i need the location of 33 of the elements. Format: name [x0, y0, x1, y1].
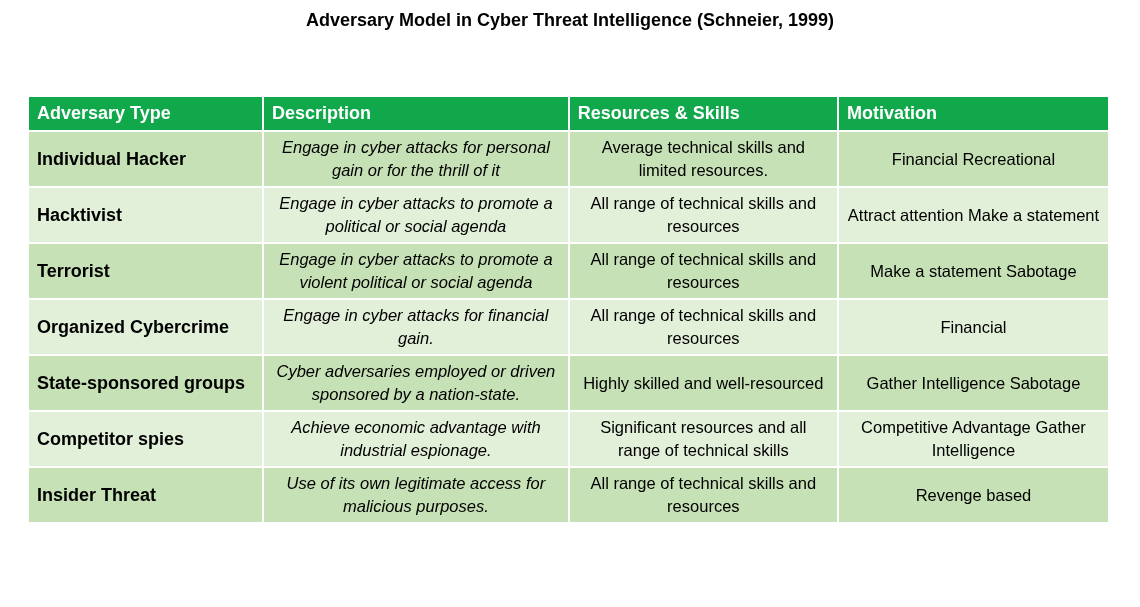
table-cell: Engage in cyber attacks for financial gain. — [263, 299, 569, 355]
table-cell: Competitive Advantage Gather Intelligence — [837, 411, 1109, 467]
table-cell: Make a statement Sabotage — [837, 243, 1109, 299]
row-header: Hacktivist — [28, 187, 264, 243]
table-cell: All range of technical skills and resources — [568, 187, 838, 243]
table-cell: Engage in cyber attacks to promote a violent political or social agenda — [263, 243, 569, 299]
table-cell: Engage in cyber attacks for personal gain or for the thrill of it — [263, 131, 569, 187]
row-header: Terrorist — [28, 243, 264, 299]
table-cell: All range of technical skills and resources — [568, 243, 838, 299]
table-cell: Gather Intelligence Sabotage — [837, 355, 1109, 411]
table-cell: Cyber adversaries employed or driven sponsored by a nation-state. — [263, 355, 569, 411]
table-cell: Attract attention Make a statement — [837, 187, 1109, 243]
table-cell: All range of technical skills and resources — [568, 467, 838, 523]
column-header: Motivation — [837, 96, 1109, 131]
table-cell: Achieve economic advantage with industrial espionage. — [263, 411, 569, 467]
table-cell: Highly skilled and well-resourced — [568, 355, 838, 411]
table-cell: Revenge based — [837, 467, 1109, 523]
row-header: Individual Hacker — [28, 131, 264, 187]
table-cell: Significant resources and all range of technical skills — [568, 411, 838, 467]
table-cell: Use of its own legitimate access for malicious purposes. — [263, 467, 569, 523]
row-header: Insider Threat — [28, 467, 264, 523]
row-header: State-sponsored groups — [28, 355, 264, 411]
chart-title: Adversary Model in Cyber Threat Intelligence (Schneier, 1999) — [304, 10, 836, 31]
table-cell: Financial Recreational — [837, 131, 1109, 187]
column-header: Adversary Type — [28, 96, 264, 131]
column-header: Description — [263, 96, 569, 131]
table-cell: Financial — [837, 299, 1109, 355]
table-cell: All range of technical skills and resources — [568, 299, 838, 355]
column-header: Resources & Skills — [568, 96, 838, 131]
table-cell: Engage in cyber attacks to promote a political or social agenda — [263, 187, 569, 243]
table-cell: Average technical skills and limited resources. — [568, 131, 838, 187]
row-header: Competitor spies — [28, 411, 264, 467]
row-header: Organized Cybercrime — [28, 299, 264, 355]
